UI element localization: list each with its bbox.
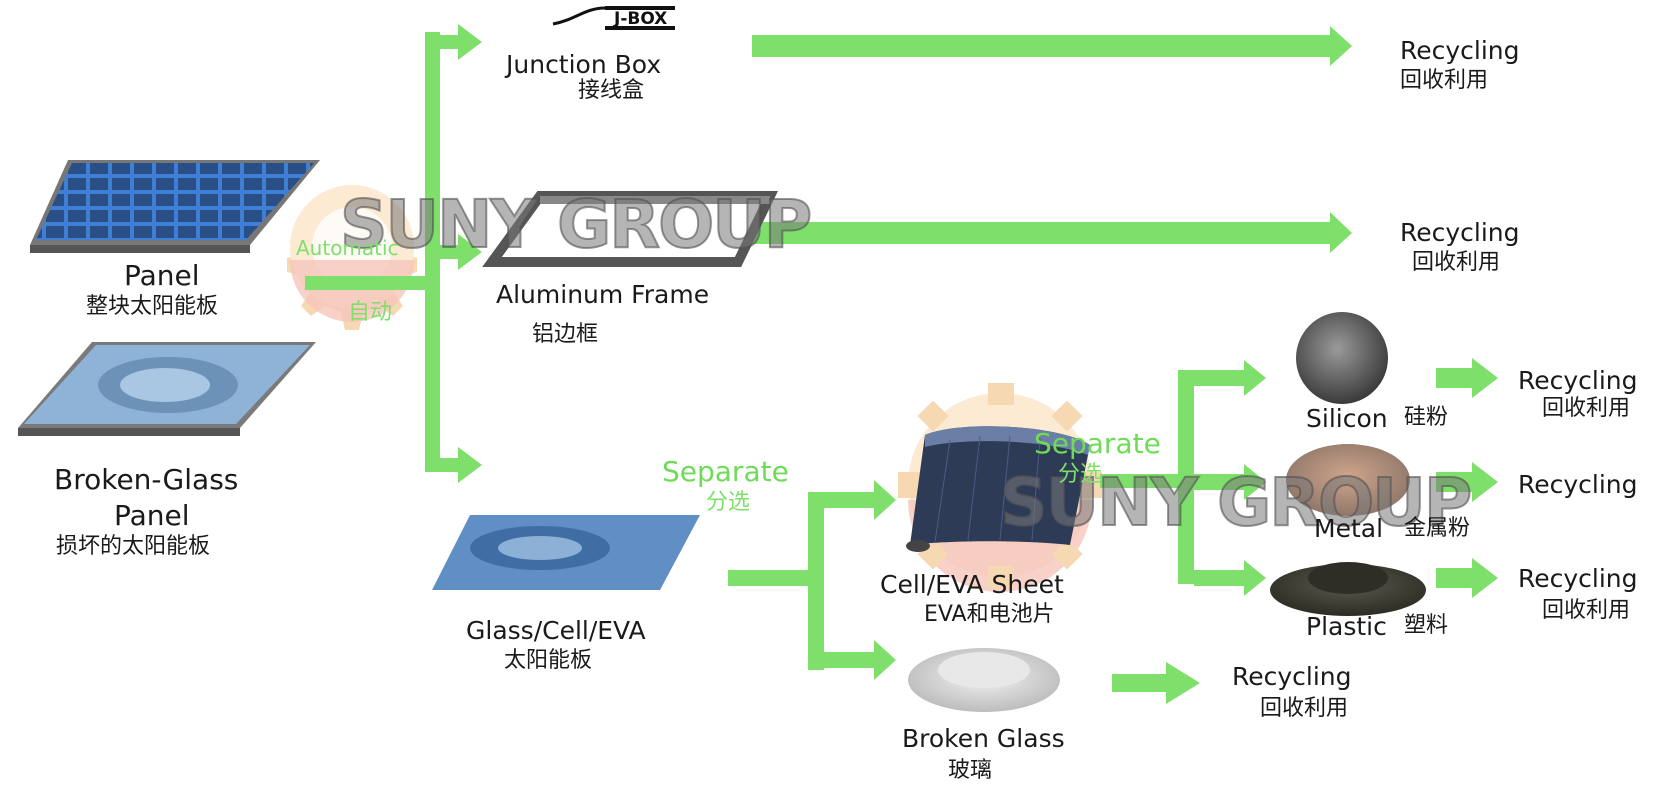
cell-eva-sheet-image bbox=[906, 426, 1090, 552]
separate-label-1: Separate bbox=[662, 455, 789, 488]
aluminum-frame-label: Aluminum Frame bbox=[496, 280, 710, 309]
automatic-zh-label: 自动 bbox=[348, 300, 393, 325]
panel-zh-label: 整块太阳能板 bbox=[86, 294, 219, 319]
aluminum-frame-image bbox=[482, 191, 778, 267]
broken-glass-image bbox=[908, 648, 1060, 712]
recycling-zh-label-1: 回收利用 bbox=[1400, 68, 1489, 93]
glass-cell-eva-image bbox=[432, 515, 700, 590]
recycling-label-1: Recycling bbox=[1400, 36, 1520, 65]
separate-label-2: Separate bbox=[1034, 427, 1161, 460]
glass-cell-eva-label: Glass/Cell/EVA bbox=[466, 616, 646, 645]
broken-panel-image bbox=[18, 342, 316, 436]
recycling-metal-label: Recycling bbox=[1518, 470, 1638, 499]
watermark: SUNY GROUP bbox=[999, 464, 1473, 541]
silicon-label: Silicon bbox=[1306, 404, 1388, 433]
broken-glass-label: Broken Glass bbox=[902, 724, 1065, 753]
recycling-plastic-label: Recycling bbox=[1518, 564, 1638, 593]
silicon-powder-image bbox=[1296, 312, 1388, 404]
solar-panel-image bbox=[30, 160, 320, 253]
broken-panel-label-line2: Panel bbox=[114, 499, 190, 532]
separate-zh-label-2: 分选 bbox=[1058, 462, 1103, 487]
silicon-zh-label: 硅粉 bbox=[1404, 405, 1449, 430]
metal-zh-label: 金属粉 bbox=[1404, 516, 1471, 541]
junction-box-label: Junction Box bbox=[506, 50, 662, 79]
aluminum-frame-zh-label: 铝边框 bbox=[532, 322, 599, 347]
plastic-powder-image bbox=[1270, 562, 1426, 616]
broken-panel-zh-label: 损坏的太阳能板 bbox=[56, 534, 211, 559]
junction-box-zh-label: 接线盒 bbox=[578, 78, 645, 103]
recycling-label-2: Recycling bbox=[1400, 218, 1520, 247]
watermark: SUNY GROUP bbox=[339, 186, 813, 263]
flow-arrows bbox=[305, 24, 1498, 704]
plastic-zh-label: 塑料 bbox=[1404, 613, 1449, 638]
automatic-label: Automatic bbox=[296, 236, 399, 260]
recycling-glass-zh-label: 回收利用 bbox=[1260, 696, 1349, 721]
junction-box-image bbox=[552, 6, 675, 30]
recycling-glass-label: Recycling bbox=[1232, 662, 1352, 691]
cell-eva-sheet-zh-label: EVA和电池片 bbox=[924, 602, 1055, 627]
recycling-plastic-zh-label: 回收利用 bbox=[1542, 598, 1631, 623]
glass-cell-eva-zh-label: 太阳能板 bbox=[504, 648, 593, 673]
jbox-label: J-BOX bbox=[614, 9, 668, 29]
metal-powder-image bbox=[1286, 444, 1410, 516]
metal-label: Metal bbox=[1314, 514, 1384, 543]
broken-panel-label-line1: Broken-Glass bbox=[54, 463, 239, 496]
plastic-label: Plastic bbox=[1306, 612, 1387, 641]
separate-zh-label-1: 分选 bbox=[706, 490, 751, 515]
cell-eva-sheet-label: Cell/EVA Sheet bbox=[880, 570, 1064, 599]
recycling-silicon-label: Recycling bbox=[1518, 366, 1638, 395]
panel-label: Panel bbox=[124, 259, 200, 292]
recycling-zh-label-2: 回收利用 bbox=[1412, 250, 1501, 275]
broken-glass-zh-label: 玻璃 bbox=[948, 758, 993, 783]
recycling-silicon-zh-label: 回收利用 bbox=[1542, 396, 1631, 421]
